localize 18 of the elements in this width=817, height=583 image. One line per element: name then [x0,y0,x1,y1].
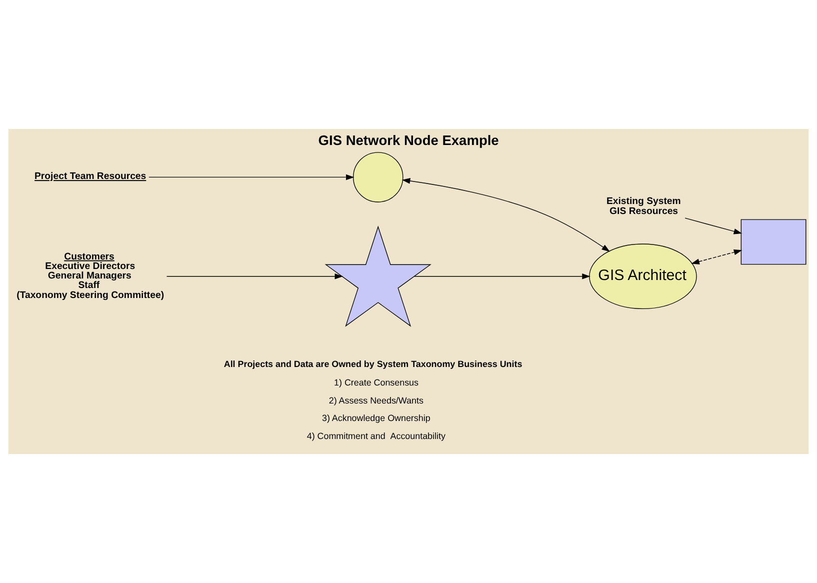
arrow [148,174,354,180]
label: 3) Acknowledge Ownership [322,413,430,424]
node-box [740,219,806,265]
arrow [166,273,344,280]
label: All Projects and Data are Owned by System Taxonomy Business Units [224,358,522,369]
node-text: Customers Executive Directors General Managers Staff (Taxonomy Steering Committee) [16,251,164,301]
node-text: Project Team Resources [34,171,146,182]
node-text: Existing System GIS Resources [606,196,681,217]
arrow [684,218,742,234]
label: 4) Commitment and Accountability [306,431,446,442]
label: 1) Create Consensus [334,377,418,388]
diagram-title: GIS Network Node Example [318,132,499,148]
label: 2) Assess Needs/Wants [328,395,424,406]
arrow [691,249,742,264]
arrow [402,178,610,252]
node-star [324,226,432,327]
arrow [414,273,590,280]
node-circle [352,152,404,202]
